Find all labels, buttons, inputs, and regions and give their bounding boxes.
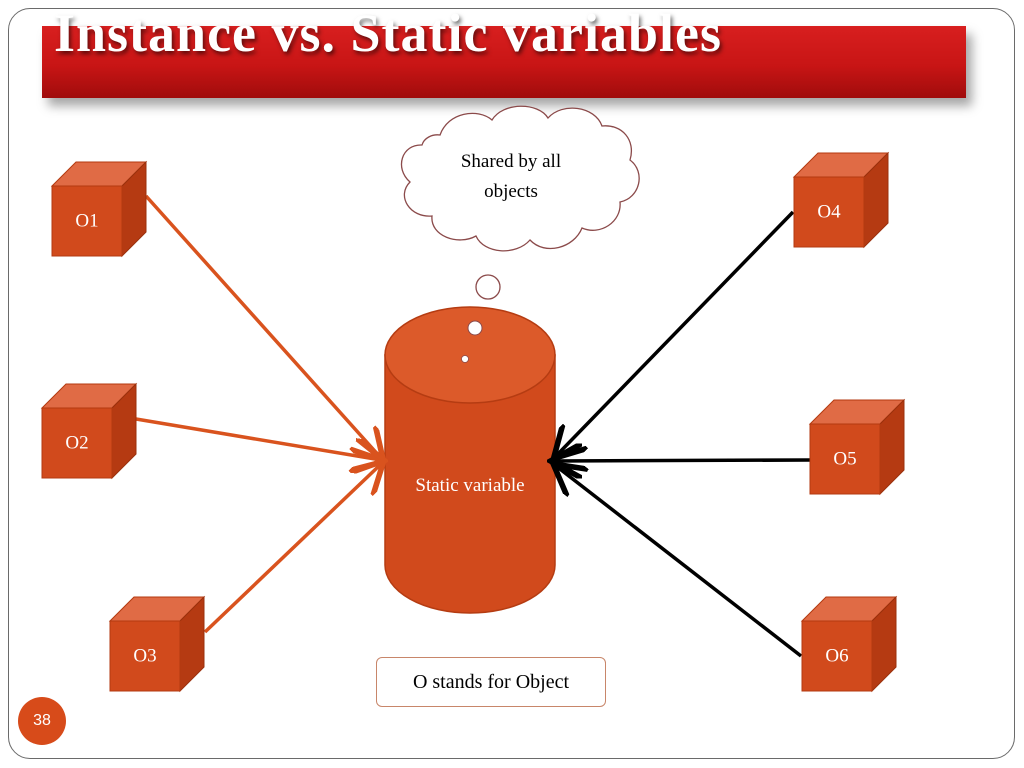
arrow-o4 — [556, 210, 795, 456]
slide-frame — [8, 8, 1015, 759]
object-cube-o1 — [50, 160, 148, 258]
object-cube-o3 — [108, 595, 206, 693]
legend-box: O stands for Object — [376, 657, 606, 707]
object-label-o5: O5 — [833, 448, 857, 470]
object-label-o4: O4 — [817, 201, 841, 223]
thought-cloud-text: Shared by all objects — [460, 151, 562, 202]
slide-number-badge: 38 — [18, 697, 66, 745]
object-cube-o6 — [800, 595, 898, 693]
title-bar — [42, 26, 966, 98]
arrow-o5 — [554, 460, 811, 461]
object-cube-o4 — [792, 151, 890, 249]
thought-cloud — [400, 105, 640, 363]
object-cube-o2 — [40, 382, 138, 480]
object-label-o2: O2 — [65, 432, 89, 454]
object-label-o1: O1 — [75, 210, 99, 232]
slide-title: Instance vs. Static variables — [54, 3, 722, 63]
arrow-o2 — [135, 417, 381, 460]
static-variable-cylinder — [384, 306, 556, 614]
arrow-o3 — [203, 464, 381, 634]
object-label-o6: O6 — [825, 645, 849, 667]
object-cube-o5 — [808, 398, 906, 496]
static-variable-label: Static variable — [415, 475, 525, 496]
arrow-o6 — [556, 466, 803, 658]
arrow-o1 — [144, 194, 381, 458]
object-label-o3: O3 — [133, 645, 157, 667]
